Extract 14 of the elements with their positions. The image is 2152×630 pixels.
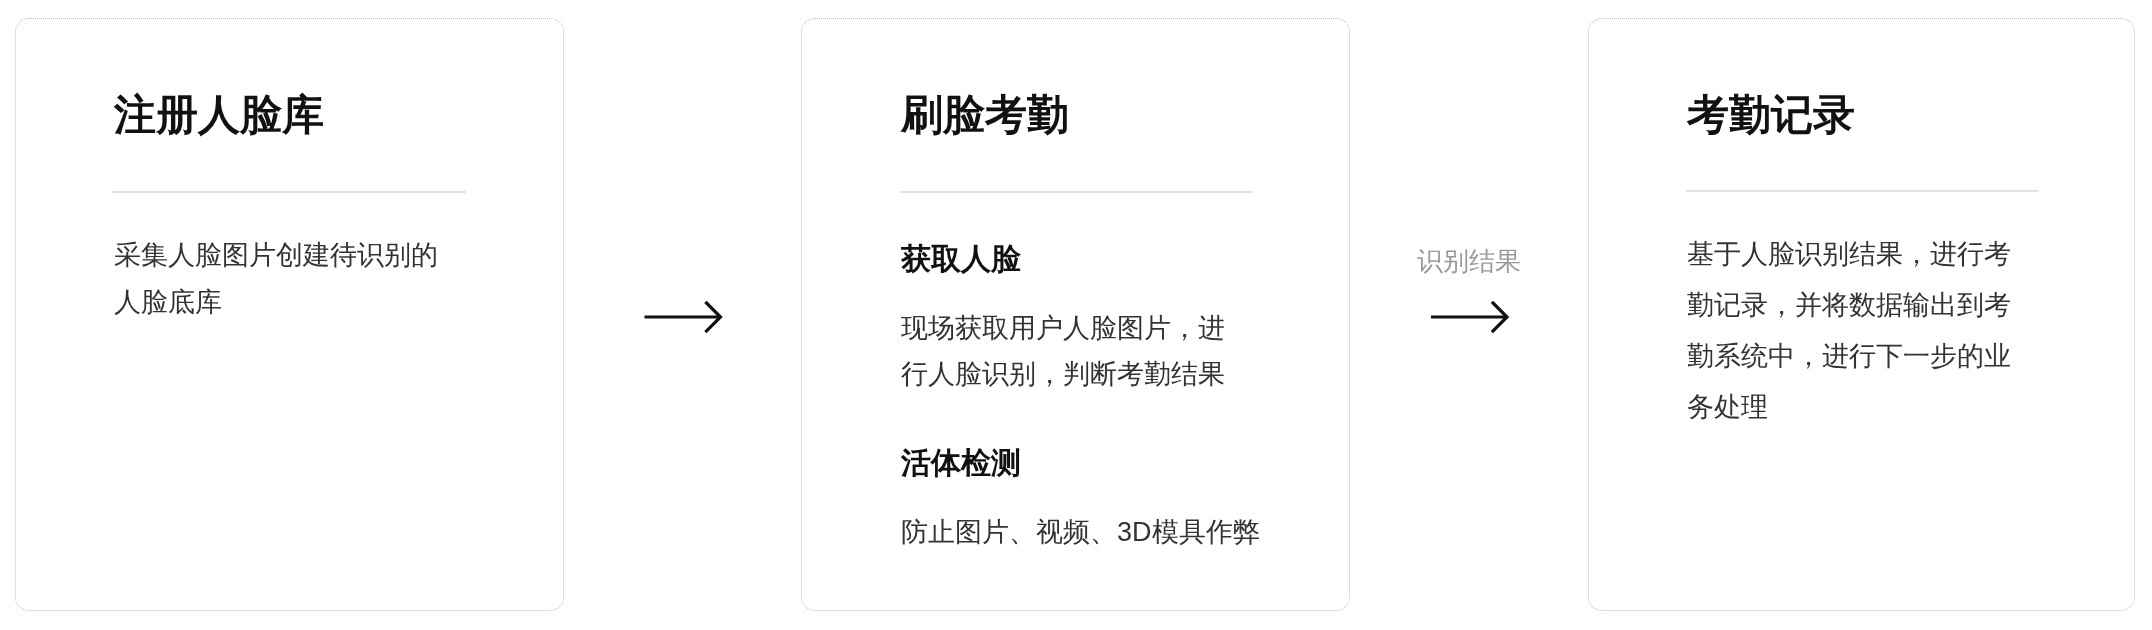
section-heading: 活体检测 xyxy=(901,445,1021,481)
card-description: 基于人脸识别结果，进行考勤记录，并将数据输出到考勤系统中，进行下一步的业务处理 xyxy=(1687,238,2012,424)
arrow xyxy=(644,301,723,333)
card-description: 防止图片、视频、3D模具作弊 xyxy=(901,516,1261,549)
card-title: 刷脸考勤 xyxy=(901,90,1069,140)
card-title: 考勤记录 xyxy=(1687,90,1855,140)
section-heading: 获取人脸 xyxy=(901,241,1021,277)
step-card xyxy=(1588,18,2135,611)
step-card xyxy=(15,18,564,611)
card-title: 注册人脸库 xyxy=(114,90,324,140)
arrow xyxy=(1431,301,1509,333)
card-description: 采集人脸图片创建待识别的人脸底库 xyxy=(114,239,439,319)
card-description: 现场获取用户人脸图片，进行人脸识别，判断考勤结果 xyxy=(901,312,1226,391)
step-card xyxy=(801,18,1350,611)
